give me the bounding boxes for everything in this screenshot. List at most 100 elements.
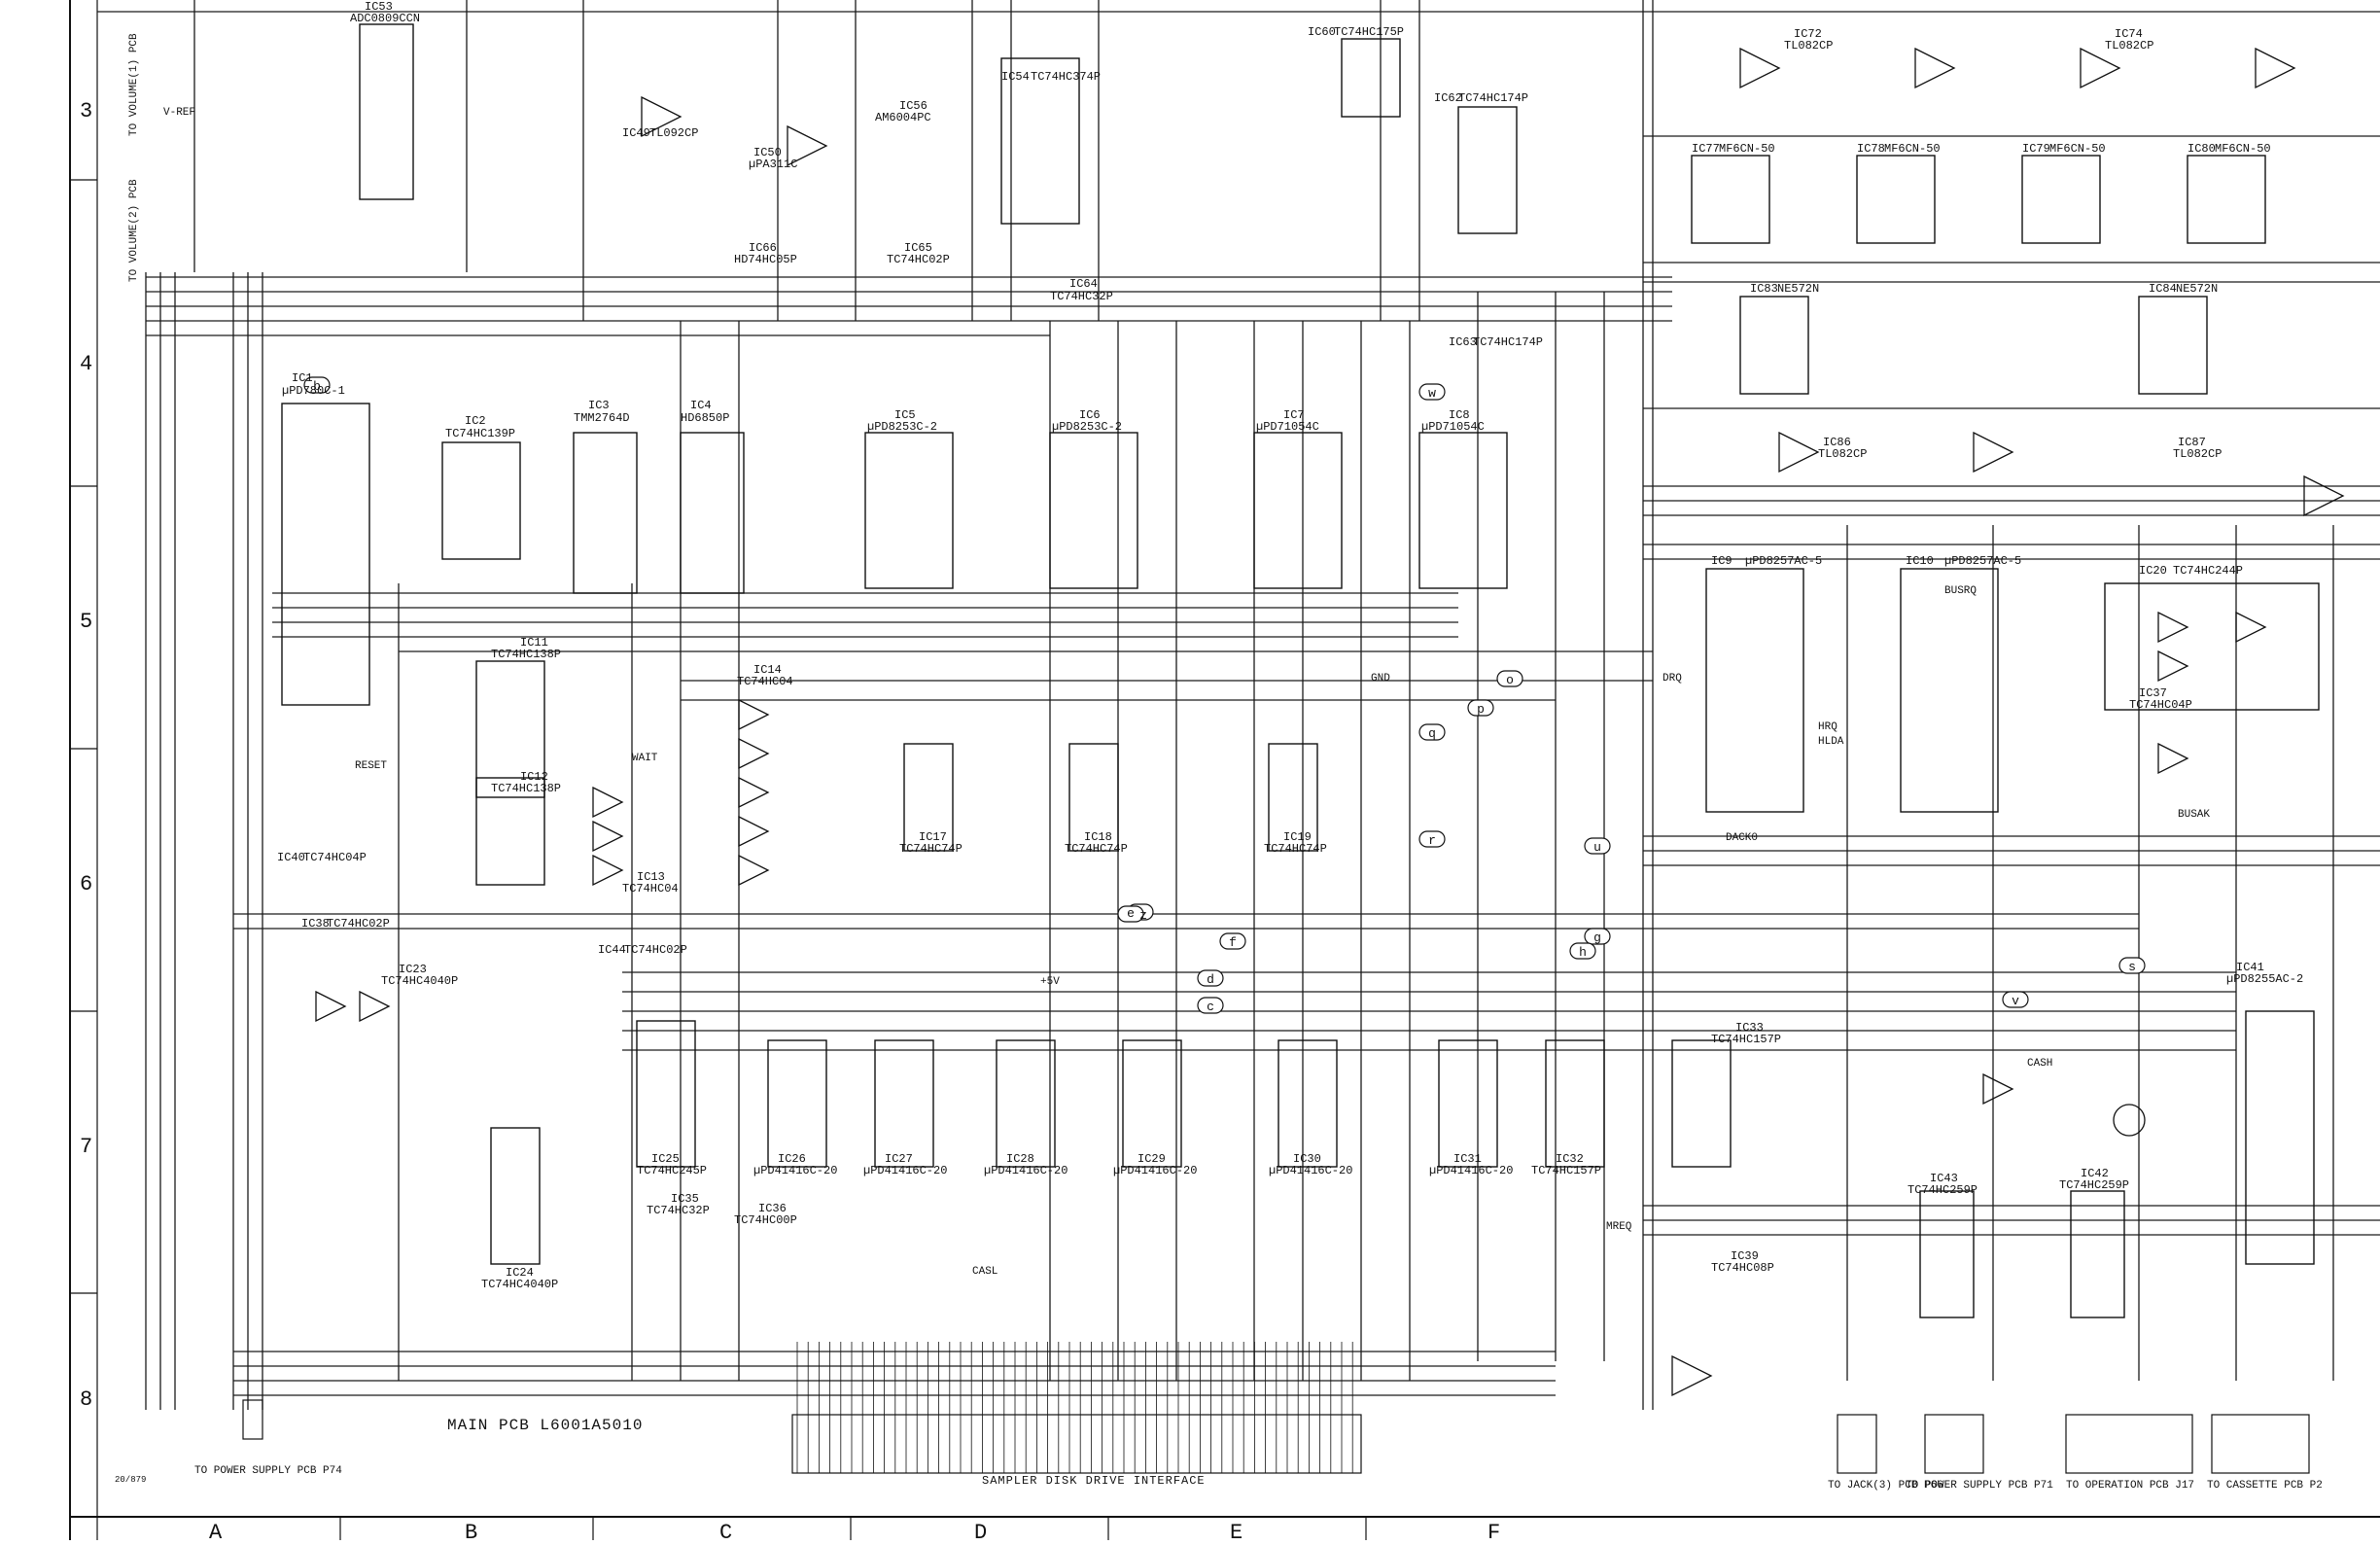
ic80-ref: IC80 xyxy=(2188,142,2216,156)
ic35-part: TC74HC32P xyxy=(647,1204,710,1217)
ic39-part: TC74HC08P xyxy=(1711,1261,1774,1275)
ic41-ref: IC41 xyxy=(2236,961,2264,974)
ic77-part: MF6CN-50 xyxy=(1719,142,1775,156)
column-letter-c: C xyxy=(719,1521,732,1540)
net-label-5v: +5V xyxy=(1040,976,1060,988)
ic12-part: TC74HC138P xyxy=(491,782,561,795)
ic65-part: TC74HC02P xyxy=(887,253,950,266)
ic72-ref: IC72 xyxy=(1794,27,1822,41)
ic36-part: TC74HC00P xyxy=(734,1213,797,1227)
ic60-part: TC74HC175P xyxy=(1334,25,1404,39)
ic32-ref: IC32 xyxy=(1556,1152,1584,1166)
ic64-ref: IC64 xyxy=(1069,277,1098,291)
bus-letter-s: s xyxy=(2128,960,2136,974)
ic10-ref: IC10 xyxy=(1906,554,1934,568)
ic24-ref: IC24 xyxy=(506,1266,534,1280)
ic29-part: µPD41416C-20 xyxy=(1113,1164,1197,1177)
ic39-ref: IC39 xyxy=(1731,1249,1759,1263)
bus-letter-w: w xyxy=(1428,386,1436,401)
ic26-part: µPD41416C-20 xyxy=(753,1164,837,1177)
ic40-ref: IC40 xyxy=(277,851,305,864)
ic28-ref: IC28 xyxy=(1006,1152,1034,1166)
bus-letter-o: o xyxy=(1506,673,1514,687)
gate-symbols xyxy=(315,47,2345,1397)
ic80-part: MF6CN-50 xyxy=(2215,142,2271,156)
ic44-part: TC74HC02P xyxy=(624,943,687,957)
ic87-ref: IC87 xyxy=(2178,436,2206,449)
ic32-part: TC74HC157P xyxy=(1531,1164,1601,1177)
ic63-part: TC74HC174P xyxy=(1473,335,1543,349)
ic31-ref: IC31 xyxy=(1453,1152,1482,1166)
ic56-ref: IC56 xyxy=(899,99,928,113)
column-letter-d: D xyxy=(974,1521,987,1540)
column-letter-b: B xyxy=(465,1521,477,1540)
ic-labels: IC1 µPD780C-1 IC2 TC74HC139P IC3 TMM2764… xyxy=(277,0,2303,1291)
ic9-part: µPD8257AC-5 xyxy=(1745,554,1822,568)
ic7-part: µPD71054C xyxy=(1256,420,1319,434)
row-number-5: 5 xyxy=(80,610,92,634)
interface-label: SAMPLER DISK DRIVE INTERFACE xyxy=(982,1474,1206,1488)
ic83-part: NE572N xyxy=(1777,282,1819,296)
net-label-vref: V-REF xyxy=(163,107,195,119)
net-label-drq: DRQ xyxy=(1662,673,1682,685)
ic50-ref: IC50 xyxy=(753,146,782,159)
ic33-part: TC74HC157P xyxy=(1711,1033,1781,1046)
ic37-ref: IC37 xyxy=(2139,686,2167,700)
ic40-part: TC74HC04P xyxy=(303,851,367,864)
bus-letter-d: d xyxy=(1207,972,1214,987)
column-letter-e: E xyxy=(1230,1521,1242,1540)
net-label-busrq: BUSRQ xyxy=(1944,585,1977,597)
ic84-part: NE572N xyxy=(2176,282,2218,296)
row-number-7: 7 xyxy=(80,1135,92,1159)
ic4-ref: IC4 xyxy=(690,399,712,412)
ic9-ref: IC9 xyxy=(1711,554,1732,568)
ic86-part: TL082CP xyxy=(1818,447,1867,461)
ic11-part: TC74HC138P xyxy=(491,648,561,661)
ic23-part: TC74HC4040P xyxy=(381,974,458,988)
ic50-part: µPA311C xyxy=(749,158,797,171)
ic3-ref: IC3 xyxy=(588,399,610,412)
ic78-part: MF6CN-50 xyxy=(1884,142,1941,156)
ic13-part: TC74HC04 xyxy=(622,882,679,895)
ic38-part: TC74HC02P xyxy=(327,917,390,931)
ic54-part: TC74HC374P xyxy=(1031,70,1101,84)
ic2-ref: IC2 xyxy=(465,414,486,428)
connector-note-operation-j17: TO OPERATION PCB J17 xyxy=(2066,1480,2194,1492)
ic53-part: ADC0809CCN xyxy=(350,12,420,25)
ic25-ref: IC25 xyxy=(651,1152,680,1166)
ic27-ref: IC27 xyxy=(885,1152,913,1166)
net-label-hlda: HLDA xyxy=(1818,736,1844,748)
ic53-ref: IC53 xyxy=(365,0,393,14)
net-label-reset: RESET xyxy=(355,760,387,772)
ic74-part: TL082CP xyxy=(2105,39,2153,53)
ic65-ref: IC65 xyxy=(904,241,932,255)
bus-letter-p: p xyxy=(1477,702,1485,717)
ic36-ref: IC36 xyxy=(758,1202,787,1215)
bus-letter-c: c xyxy=(1207,1000,1214,1014)
ic13-ref: IC13 xyxy=(637,870,665,884)
bus-letter-e: e xyxy=(1127,906,1135,921)
ic8-ref: IC8 xyxy=(1449,408,1470,422)
ic86-ref: IC86 xyxy=(1823,436,1851,449)
bus-letter-f: f xyxy=(1229,935,1237,950)
ic54-ref: IC54 xyxy=(1001,70,1030,84)
row-number-4: 4 xyxy=(80,352,92,376)
ic25-part: TC74HC245P xyxy=(637,1164,707,1177)
ic4-part: HD6850P xyxy=(681,411,729,425)
net-label-mreq: MREQ xyxy=(1606,1221,1632,1233)
ic44-ref: IC44 xyxy=(598,943,626,957)
ic6-part: µPD8253C-2 xyxy=(1052,420,1122,434)
ic41-part: µPD8255AC-2 xyxy=(2226,972,2303,986)
bus-letter-v: v xyxy=(2012,994,2019,1008)
column-letter-a: A xyxy=(209,1521,223,1540)
ic2-part: TC74HC139P xyxy=(445,427,515,440)
ic62-part: TC74HC174P xyxy=(1458,91,1528,105)
ic42-part: TC74HC259P xyxy=(2059,1178,2129,1192)
bus-letter-z: z xyxy=(1139,908,1147,923)
ic24-part: TC74HC4040P xyxy=(481,1278,558,1291)
ic14-ref: IC14 xyxy=(753,663,782,677)
sheet-frame xyxy=(69,0,2380,1540)
ic11-ref: IC11 xyxy=(520,636,548,650)
ic64-part: TC74HC32P xyxy=(1050,290,1113,303)
